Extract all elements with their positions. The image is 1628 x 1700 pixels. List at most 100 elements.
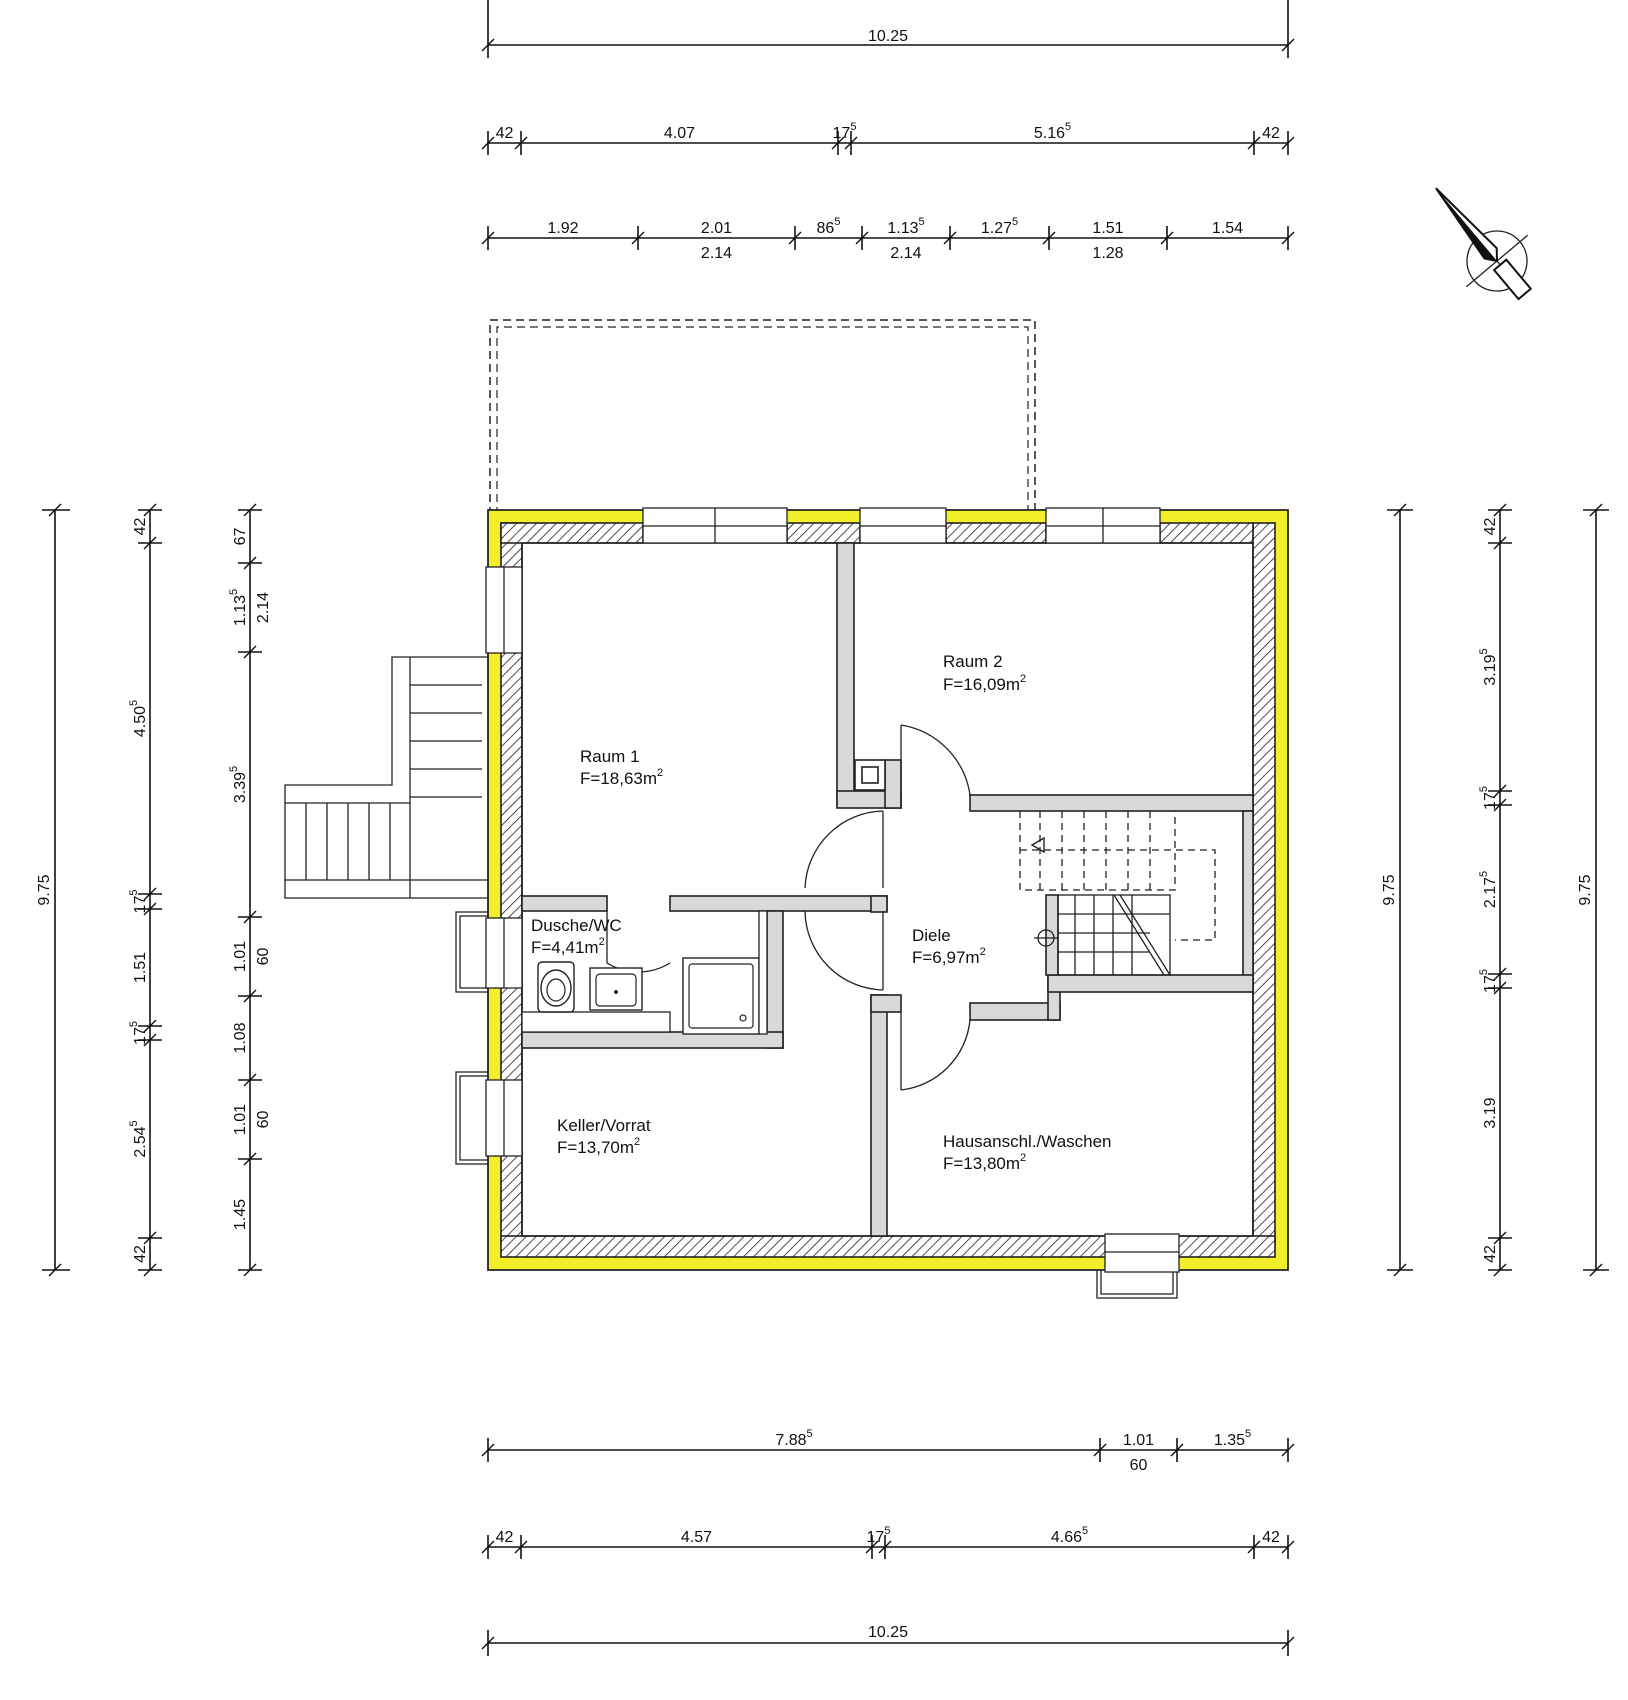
dim-label-sub: 2.14 [255, 592, 272, 623]
room-area: F=16,09m [943, 675, 1020, 694]
svg-text:F=13,80m2: F=13,80m2 [943, 1152, 1026, 1173]
dim-label: 42 [132, 1245, 149, 1263]
room-area-sup: 2 [599, 936, 605, 948]
dim-label: 42 [1262, 125, 1280, 142]
svg-text:F=18,63m2: F=18,63m2 [580, 767, 663, 788]
dim-label-sub: 60 [255, 1111, 272, 1129]
washbasin-icon [589, 967, 643, 1011]
left-dimension-row-2: 42 4.505 175 1.51 175 2.545 42 [128, 503, 162, 1277]
dim-label-sup: 5 [1478, 786, 1490, 792]
dim-label: 10.25 [868, 1624, 908, 1641]
dim-label: 2.545 [128, 1120, 149, 1157]
dim-label: 1.01 [1123, 1432, 1154, 1449]
dim-label-sup: 5 [228, 589, 240, 595]
dim-label: 10.25 [868, 28, 908, 45]
chimney [854, 759, 886, 791]
dim-label: 3.395 [228, 766, 249, 803]
dim-label-sup: 5 [128, 1021, 140, 1027]
dim-label-sup: 5 [807, 1428, 813, 1440]
room-area: F=6,97m [912, 948, 980, 967]
right-dimension-row-1: 9.75 [1381, 503, 1413, 1277]
dim-label: 5.165 [1034, 121, 1071, 142]
dim-label: 1.01 [232, 941, 249, 972]
room-name: Raum 2 [943, 652, 1003, 671]
dim-label-sup: 5 [1478, 871, 1490, 877]
room-area: F=13,80m [943, 1154, 1020, 1173]
dim-label: 2.01 [701, 220, 732, 237]
dim-label: 175 [128, 890, 149, 914]
room-label-hausanschl-waschen: Hausanschl./Waschen F=13,80m2 [943, 1132, 1112, 1173]
dim-label: 175 [1478, 786, 1499, 810]
dim-label: 4.07 [664, 125, 695, 142]
dim-label: 42 [496, 1529, 514, 1546]
dim-label: 175 [867, 1525, 891, 1546]
toilet-icon [537, 961, 575, 1013]
dim-label: 865 [817, 216, 841, 237]
dim-label: 4.505 [128, 700, 149, 737]
room-name: Dusche/WC [531, 916, 622, 935]
svg-text:F=13,70m2: F=13,70m2 [557, 1136, 640, 1157]
bottom-dimension-row-1: 7.885 1.01 60 1.355 [481, 1428, 1295, 1474]
room-area: F=18,63m [580, 769, 657, 788]
dim-label: 3.19 [1482, 1097, 1499, 1128]
dim-label: 175 [1478, 969, 1499, 993]
dim-label: 7.885 [775, 1428, 812, 1449]
svg-text:F=4,41m2: F=4,41m2 [531, 936, 605, 957]
room-name: Raum 1 [580, 747, 640, 766]
bathroom-fixtures [521, 910, 768, 1035]
dim-label-sup: 5 [1012, 216, 1018, 228]
room-label-raum-2: Raum 2 F=16,09m2 [943, 652, 1026, 694]
dim-label-sup: 5 [128, 700, 140, 706]
dim-label-sup: 5 [884, 1525, 890, 1537]
dim-label: 1.135 [228, 589, 249, 626]
dim-label-sub: 1.28 [1092, 245, 1123, 262]
dim-label-sup: 5 [919, 216, 925, 228]
bottom-dimension-overall: 10.25 [481, 1624, 1295, 1656]
dim-label: 1.135 [887, 216, 924, 237]
dim-label: 1.355 [1214, 1428, 1251, 1449]
dim-label: 42 [132, 518, 149, 536]
dim-label-sub: 60 [1130, 1457, 1148, 1474]
dim-label: 1.01 [232, 1104, 249, 1135]
dim-label-sub: 2.14 [701, 245, 732, 262]
dim-label-sup: 5 [128, 890, 140, 896]
svg-text:F=6,97m2: F=6,97m2 [912, 946, 986, 967]
room-label-diele: Diele F=6,97m2 [912, 926, 986, 967]
room-label-raum-1: Raum 1 F=18,63m2 [580, 747, 663, 788]
dim-label: 3.195 [1478, 648, 1499, 685]
dim-label-sup: 5 [1245, 1428, 1251, 1440]
dim-label: 9.75 [36, 874, 53, 905]
room-area-sup: 2 [634, 1136, 640, 1148]
room-area: F=4,41m [531, 938, 599, 957]
room-area: F=13,70m [557, 1138, 634, 1157]
svg-text:F=16,09m2: F=16,09m2 [943, 673, 1026, 694]
exterior-stairs [284, 656, 488, 899]
terrace-outline [489, 319, 1036, 515]
dim-label: 2.175 [1478, 871, 1499, 908]
dim-label: 67 [232, 528, 249, 546]
room-area-sup: 2 [980, 946, 986, 958]
dim-label-sup: 5 [228, 766, 240, 772]
dim-label-sup: 5 [1082, 1525, 1088, 1537]
room-area-sup: 2 [1020, 1152, 1026, 1164]
dim-label: 9.75 [1381, 874, 1398, 905]
dim-label-sup: 5 [1478, 969, 1490, 975]
dim-label-sup: 5 [128, 1120, 140, 1126]
dim-label: 1.51 [1092, 220, 1123, 237]
dim-label: 1.51 [132, 952, 149, 983]
dim-label: 1.08 [232, 1022, 249, 1053]
interior-staircase [1019, 811, 1216, 976]
room-label-keller-vorrat: Keller/Vorrat F=13,70m2 [557, 1116, 651, 1157]
dim-label: 42 [1262, 1529, 1280, 1546]
dim-label: 42 [1482, 1245, 1499, 1263]
dim-label: 9.75 [1577, 874, 1594, 905]
dim-label: 1.275 [981, 216, 1018, 237]
top-dimension-overall: 10.25 [481, 0, 1295, 58]
room-name: Diele [912, 926, 951, 945]
dim-label: 1.45 [232, 1199, 249, 1230]
dim-label: 175 [128, 1021, 149, 1045]
windows [485, 507, 1180, 1273]
